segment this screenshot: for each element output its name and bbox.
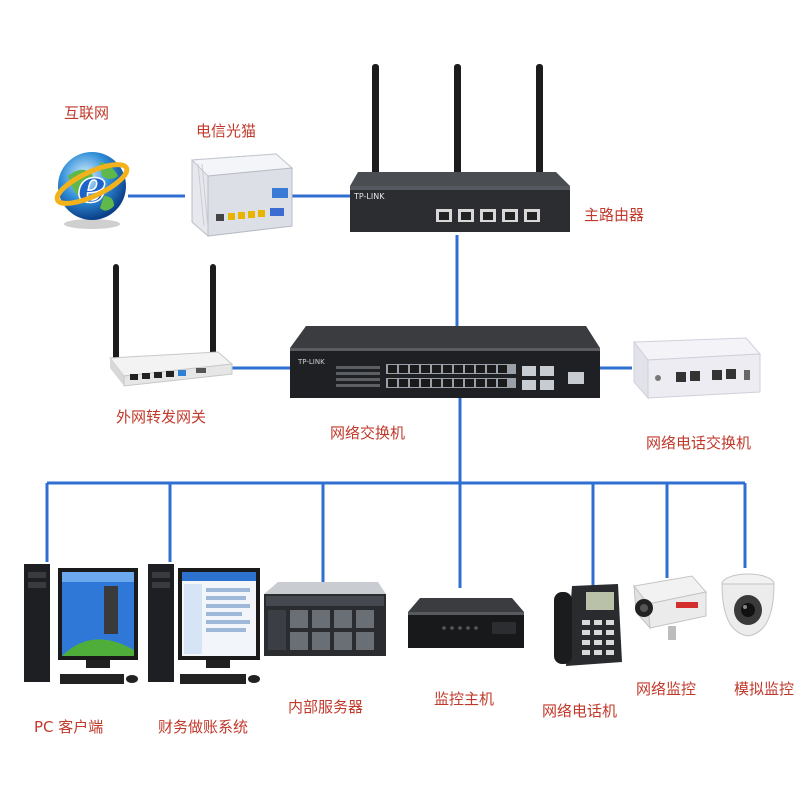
label-ip-camera: 网络监控 [636,680,697,698]
gateway-icon [106,260,236,390]
svg-text:e: e [77,159,106,213]
nvr-host-icon [404,594,526,658]
finance-pc-icon [144,560,264,692]
label-main-router: 主路由器 [584,206,645,224]
main-router-icon: TP-LINK [344,62,572,238]
internet-icon: e [54,146,130,230]
router-brand: TP-LINK [354,192,385,201]
analog-camera-icon [718,566,778,646]
label-gateway: 外网转发网关 [116,408,207,426]
server-icon [260,580,388,660]
ip-camera-icon [628,572,708,644]
label-finance-system: 财务做账系统 [158,718,249,736]
label-internet: 互联网 [64,104,110,122]
switch-icon: TP-LINK [286,322,602,404]
label-internal-server: 内部服务器 [288,698,364,716]
modem-icon [180,148,298,244]
label-modem: 电信光猫 [196,122,257,140]
label-ip-phone: 网络电话机 [542,702,618,720]
label-analog-camera: 模拟监控 [734,680,795,698]
pc-client-icon [20,560,142,692]
label-pc-client: PC 客户端 [34,718,104,736]
label-pbx: 网络电话交换机 [646,434,752,452]
router-ports [436,208,546,228]
ip-phone-icon [552,580,624,672]
label-nvr-host: 监控主机 [434,690,495,708]
switch-brand: TP-LINK [298,358,325,366]
label-switch: 网络交换机 [330,424,406,442]
pbx-icon [628,334,764,404]
